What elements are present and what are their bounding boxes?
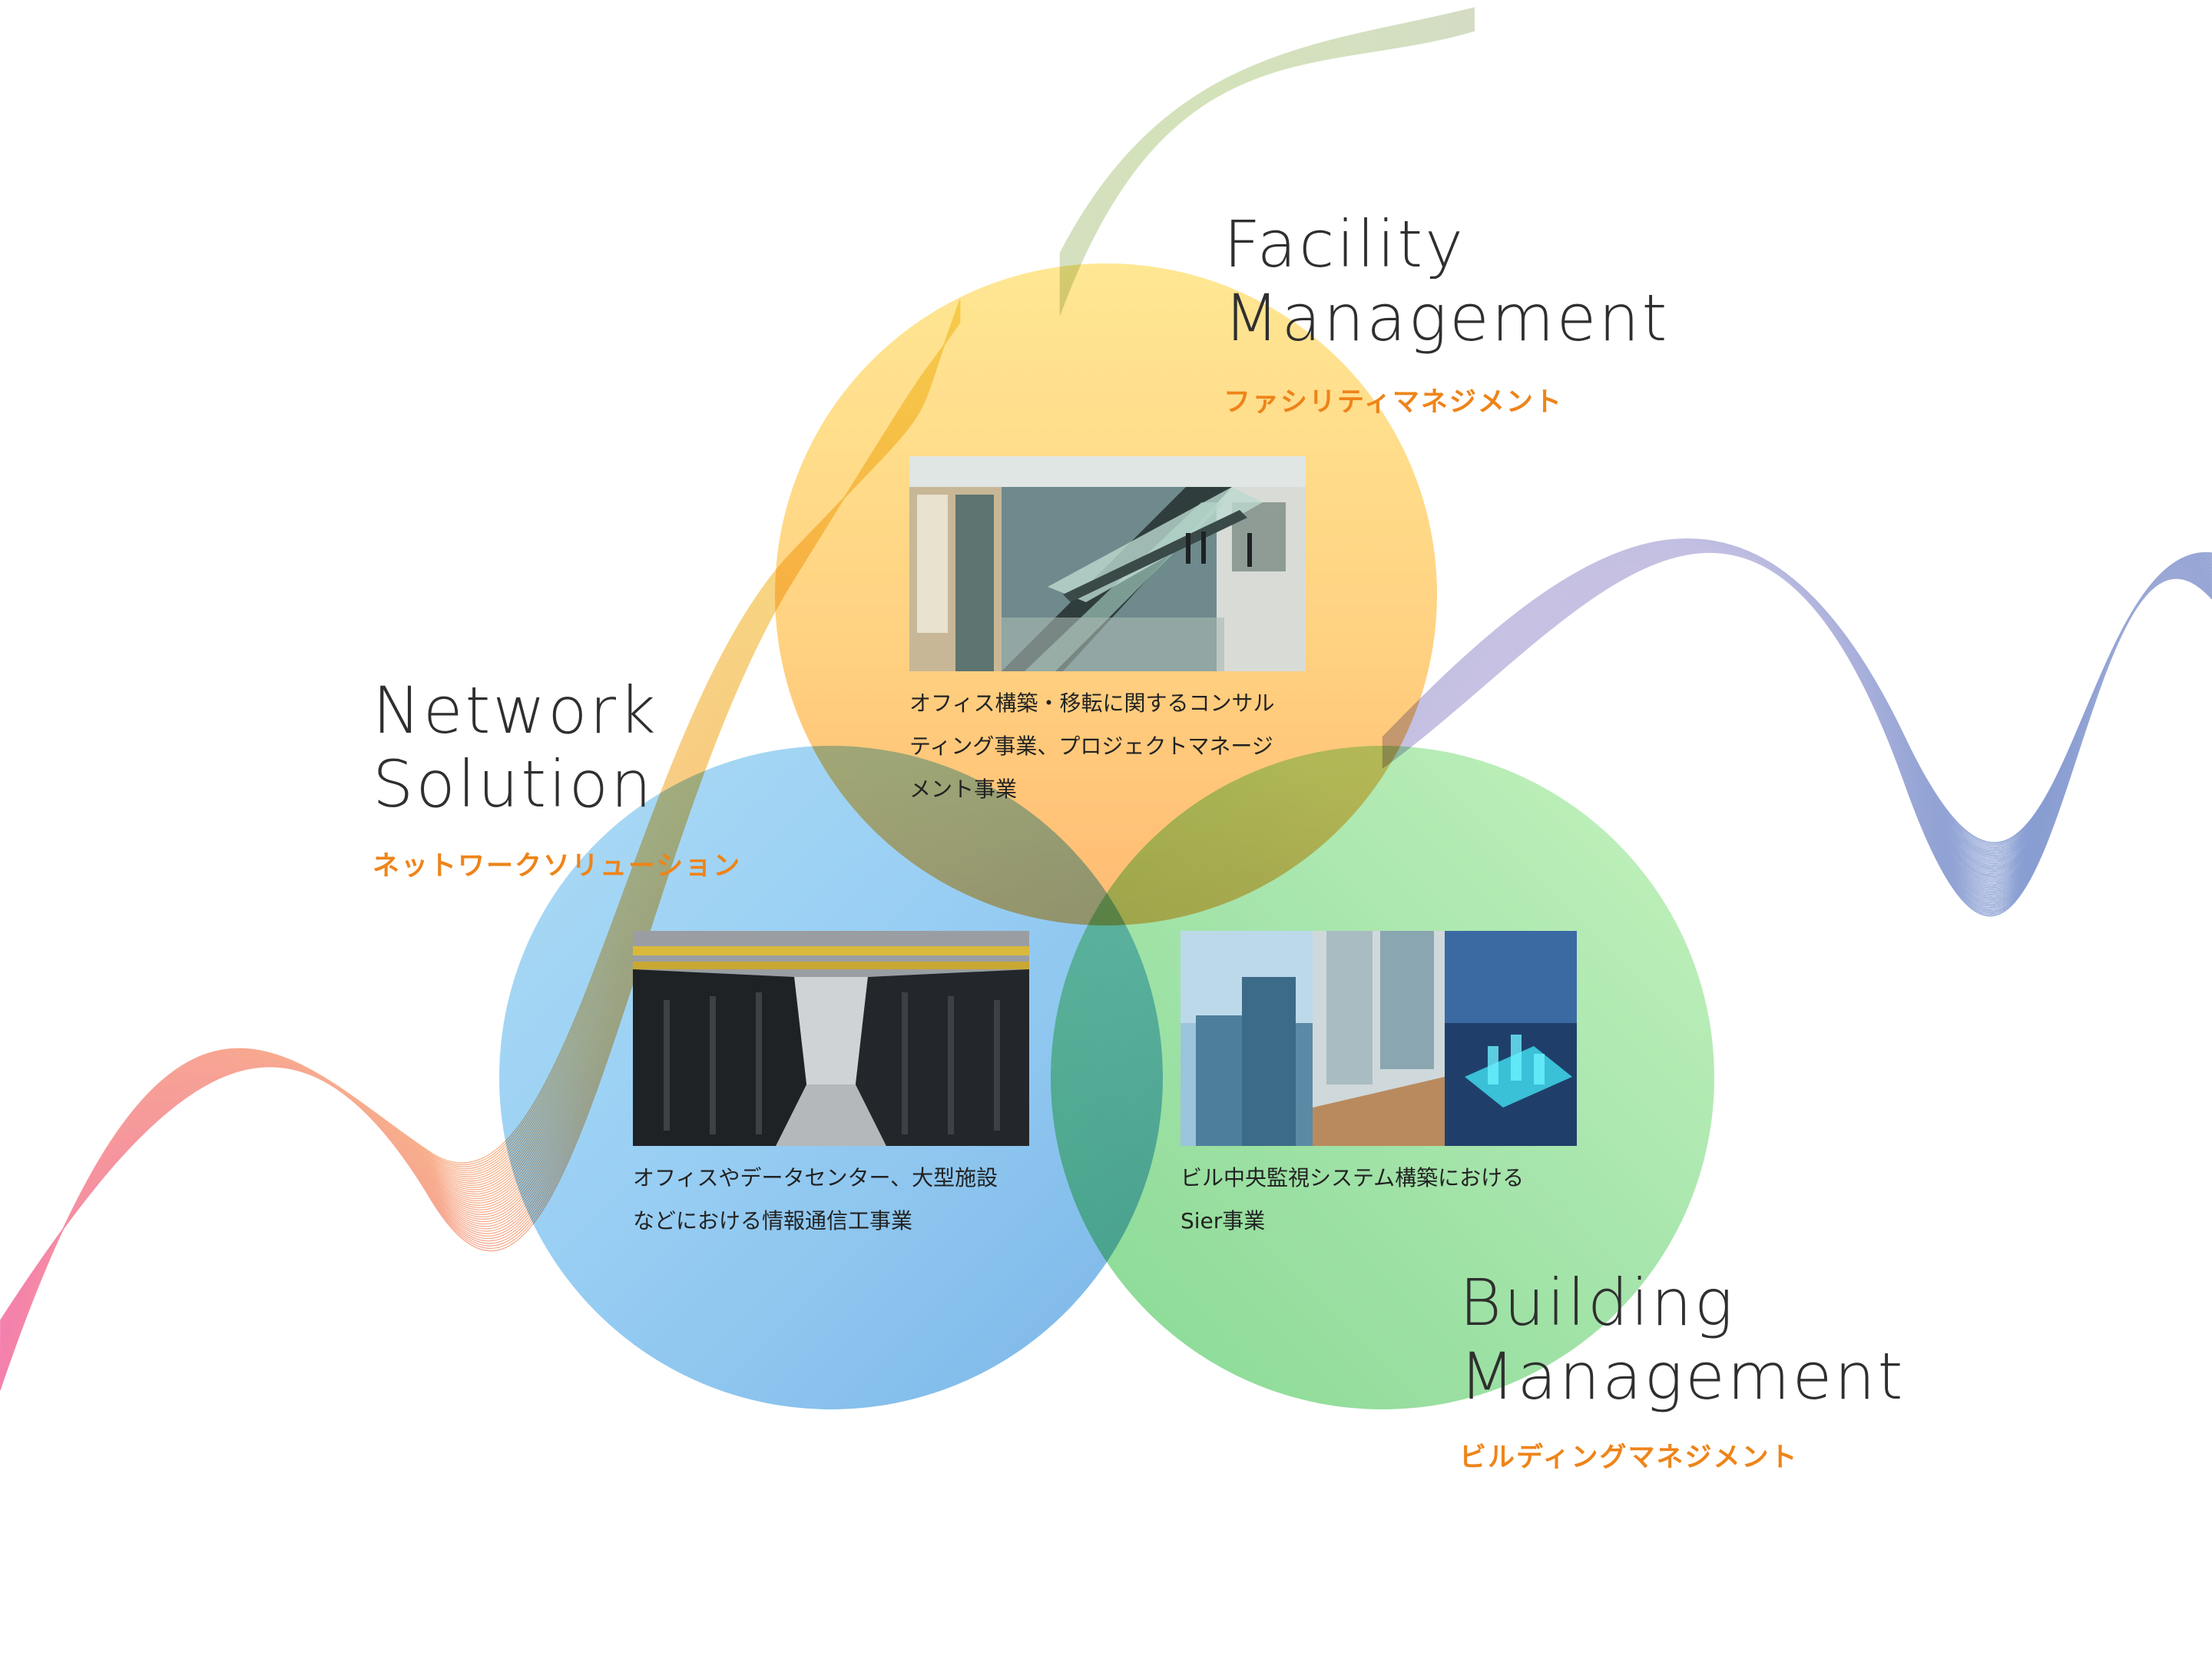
- building-desc-line2: Sier事業: [1181, 1208, 1266, 1233]
- network-title-line1: Network: [373, 673, 658, 748]
- building-management-description: ビル中央監視システム構築における Sier事業: [1181, 1157, 1595, 1243]
- building-collage-photo: [1181, 931, 1577, 1146]
- cool-wave-group: [1059, 7, 2212, 917]
- data-center-photo: [633, 931, 1029, 1146]
- facility-title-line2: Management: [1224, 280, 1670, 356]
- facility-management-subtitle: ファシリティマネジメント: [1224, 387, 1563, 418]
- facility-desc-line3: メント事業: [909, 777, 1018, 802]
- facility-desc-line2: ティング事業、プロジェクトマネージ: [909, 733, 1273, 759]
- network-solution-description: オフィスやデータセンター、大型施設 などにおける情報通信工事業: [633, 1157, 1048, 1243]
- facility-title-line1: Facility: [1224, 207, 1465, 282]
- building-title-line2: Management: [1459, 1339, 1906, 1414]
- cool-wave-line: [1059, 30, 2212, 917]
- facility-management-title: Facility Management: [1224, 207, 1669, 355]
- building-management-subtitle: ビルディングマネジメント: [1459, 1442, 1799, 1473]
- network-solution-subtitle: ネットワークソリューション: [373, 851, 742, 882]
- network-desc-line1: オフィスやデータセンター、大型施設: [633, 1165, 998, 1190]
- facility-management-description: オフィス構築・移転に関するコンサル ティング事業、プロジェクトマネージ メント事…: [909, 682, 1324, 811]
- building-desc-line1: ビル中央監視システム構築における: [1181, 1165, 1525, 1190]
- building-title-line1: Building: [1459, 1265, 1736, 1340]
- network-desc-line2: などにおける情報通信工事業: [633, 1208, 913, 1233]
- network-solution-title: Network Solution: [373, 674, 658, 821]
- building-management-title: Building Management: [1459, 1266, 1905, 1413]
- office-staircase-photo: [909, 456, 1306, 671]
- network-title-line2: Solution: [373, 747, 654, 822]
- facility-desc-line1: オフィス構築・移転に関するコンサル: [909, 690, 1275, 716]
